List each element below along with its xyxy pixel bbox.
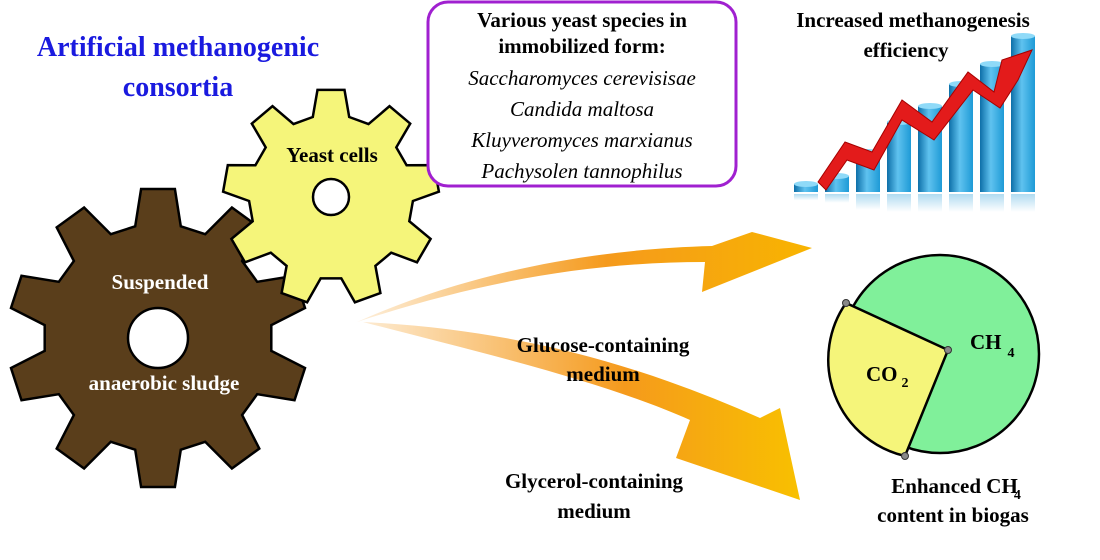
glycerol-medium-label-line-1: Glycerol-containing — [505, 469, 684, 493]
efficiency-bar-reflection — [887, 194, 911, 212]
yeast-gear: Yeast cells — [221, 88, 441, 304]
yeast-box-heading-line-2: immobilized form: — [498, 34, 665, 58]
yeast-species-4: Pachysolen tannophilus — [480, 159, 682, 183]
trend-arrow-shape — [817, 49, 1033, 191]
efficiency-trend-arrow — [817, 49, 1033, 191]
yeast-species-2: Candida maltosa — [510, 97, 654, 121]
yeast-species-3: Kluyveromyces marxianus — [470, 128, 692, 152]
efficiency-bar-top — [918, 103, 942, 109]
pie-handle-bottom — [901, 452, 909, 460]
glucose-arrow — [357, 232, 812, 322]
sludge-gear-hub — [126, 306, 190, 370]
efficiency-bar-reflection — [949, 194, 973, 212]
pie-caption-line-1: Enhanced CH4 — [891, 474, 1021, 503]
efficiency-bar-reflection — [918, 194, 942, 212]
chart-caption-line-1: Increased methanogenesis — [796, 8, 1030, 32]
sludge-gear-label-top: Suspended — [112, 270, 209, 294]
pie-co2-slice — [827, 301, 950, 458]
yeast-gear-hub — [311, 177, 351, 217]
sludge-gear-label-bottom: anaerobic sludge — [89, 371, 240, 395]
sludge-gear: Suspended anaerobic sludge — [9, 187, 307, 489]
yeast-species-1: Saccharomyces cerevisisae — [468, 66, 696, 90]
yeast-box-heading-line-1: Various yeast species in — [477, 8, 687, 32]
chart-caption-line-2: efficiency — [863, 38, 949, 62]
efficiency-bar-top — [794, 181, 818, 187]
efficiency-bar-reflection — [825, 194, 849, 203]
title-line-2: consortia — [123, 72, 233, 103]
glycerol-arrow — [363, 322, 800, 500]
efficiency-bar-reflection — [856, 194, 880, 210]
yeast-species-box: Various yeast species in immobilized for… — [426, 0, 738, 188]
efficiency-bar-reflection — [1011, 194, 1035, 212]
yeast-species-box-border — [426, 0, 738, 188]
glucose-medium-label-line-2: medium — [566, 362, 640, 386]
glycerol-medium-label-line-2: medium — [557, 499, 631, 523]
efficiency-bar-reflection — [980, 194, 1004, 212]
pie-handle-top — [842, 299, 850, 307]
yeast-gear-label: Yeast cells — [286, 143, 378, 167]
pie-caption-line-2: content in biogas — [877, 503, 1029, 527]
efficiency-bar-top — [1011, 33, 1035, 39]
efficiency-bar-top — [980, 61, 1004, 67]
efficiency-bar — [794, 184, 818, 192]
pie-handle-center — [944, 346, 952, 354]
glucose-medium-label-line-1: Glucose-containing — [517, 333, 690, 357]
efficiency-bar-reflection — [794, 194, 818, 201]
title-line-1: Artificial methanogenic — [37, 32, 319, 63]
